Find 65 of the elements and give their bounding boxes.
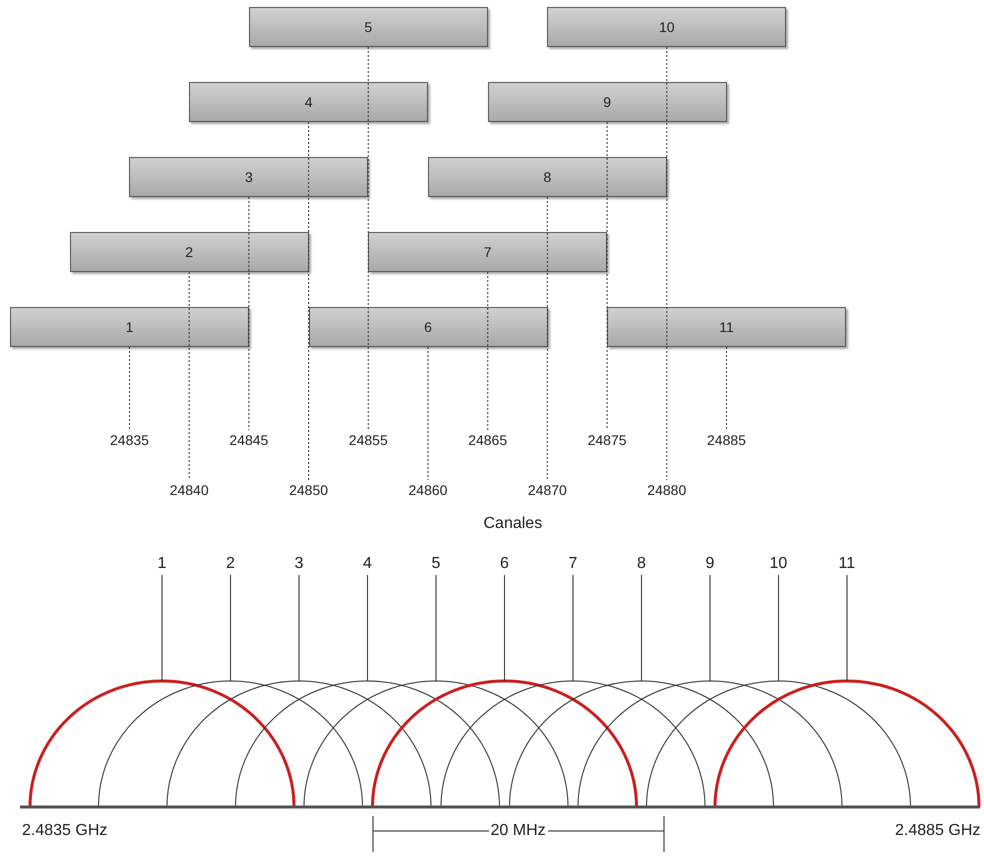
channel-number: 4 bbox=[363, 555, 372, 573]
frequency-label: 24875 bbox=[588, 432, 627, 448]
channel-arc bbox=[509, 680, 774, 808]
channel-arc bbox=[578, 680, 842, 808]
channel-box: 6 bbox=[308, 307, 548, 347]
frequency-label: 2.4885 GHz bbox=[895, 822, 980, 840]
channel-arc bbox=[371, 680, 638, 808]
frequency-label: 24870 bbox=[528, 482, 567, 498]
channel-number: 1 bbox=[158, 555, 166, 573]
leader-line bbox=[129, 346, 130, 430]
frequency-label: 24845 bbox=[229, 432, 268, 448]
leader-line bbox=[188, 272, 190, 480]
channel-box: 11 bbox=[607, 307, 846, 347]
leader-line bbox=[546, 196, 548, 480]
leader-line bbox=[368, 46, 369, 430]
leader-line bbox=[641, 574, 642, 682]
frequency-label: 24855 bbox=[348, 432, 388, 448]
channel-number: 5 bbox=[432, 555, 440, 573]
leader-line bbox=[248, 196, 250, 430]
channel-arc bbox=[28, 680, 296, 808]
axis-title: Canales bbox=[484, 515, 542, 533]
channel-arc bbox=[98, 680, 363, 808]
channel-number: 6 bbox=[500, 555, 509, 573]
leader-line bbox=[666, 46, 668, 480]
channel-box: 7 bbox=[368, 232, 608, 272]
leader-line bbox=[778, 574, 779, 682]
channel-box: 3 bbox=[129, 157, 368, 197]
channel-box: 8 bbox=[428, 157, 667, 197]
channel-arc bbox=[646, 680, 911, 808]
channel-number: 2 bbox=[226, 555, 235, 573]
frequency-label: 24860 bbox=[408, 482, 448, 498]
channel-number: 11 bbox=[838, 555, 856, 573]
leader-line bbox=[726, 346, 727, 430]
channel-box: 9 bbox=[488, 82, 727, 122]
frequency-label: 24885 bbox=[707, 432, 746, 448]
frequency-label: 24840 bbox=[170, 482, 209, 498]
channel-box: 5 bbox=[248, 7, 488, 47]
frequency-label: 24880 bbox=[647, 482, 686, 498]
leader-line bbox=[846, 574, 848, 682]
frequency-label: 24850 bbox=[289, 482, 328, 498]
leader-line bbox=[572, 574, 574, 682]
channel-number: 7 bbox=[568, 555, 578, 573]
channel-box: 2 bbox=[70, 232, 309, 272]
frequency-label: 24835 bbox=[110, 432, 149, 448]
leader-line bbox=[487, 272, 488, 430]
leader-line bbox=[298, 574, 300, 682]
channel-arc bbox=[166, 680, 432, 808]
channel-number: 3 bbox=[294, 555, 304, 573]
frequency-label: 2.4835 GHz bbox=[22, 822, 108, 840]
channel-box: 1 bbox=[10, 307, 249, 347]
leader-line bbox=[230, 574, 231, 682]
leader-line bbox=[504, 574, 505, 682]
leader-line bbox=[308, 122, 310, 480]
channel-arc bbox=[235, 680, 500, 808]
channel-number: 8 bbox=[637, 555, 646, 573]
leader-line bbox=[367, 574, 368, 682]
frequency-label: 24865 bbox=[468, 432, 508, 448]
leader-line bbox=[606, 122, 608, 430]
channel-number: 10 bbox=[770, 555, 788, 573]
channel-arc bbox=[440, 680, 706, 808]
channel-box: 10 bbox=[547, 7, 786, 47]
channel-arc bbox=[304, 680, 568, 808]
channel-box: 4 bbox=[189, 82, 428, 122]
channel-arc bbox=[714, 680, 980, 808]
channel-number: 9 bbox=[706, 555, 714, 573]
